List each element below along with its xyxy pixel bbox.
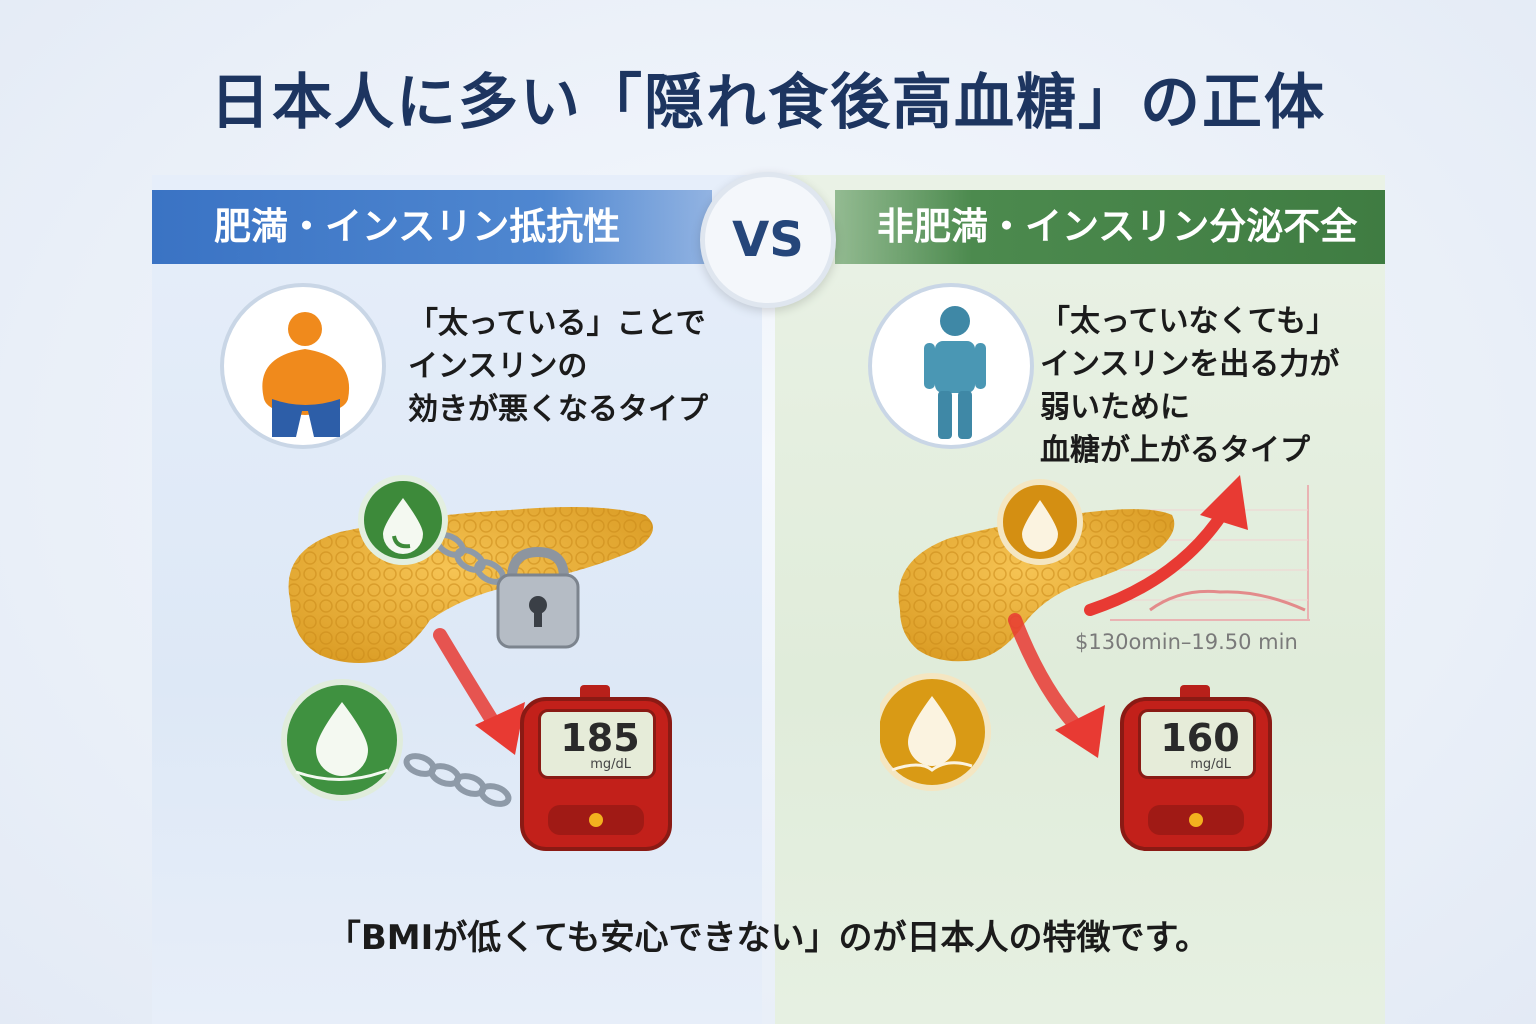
insulin-drop-icon: [281, 679, 403, 801]
meter-unit: mg/dL: [1190, 757, 1231, 772]
meter-screen: 185 mg/dL: [538, 709, 656, 779]
right-description-line: 「太っていなくても」: [1040, 304, 1337, 339]
glucose-meter-icon: 160 mg/dL: [1118, 685, 1274, 855]
glucose-meter-icon: 185 mg/dL: [518, 685, 674, 855]
insulin-drop-icon: [358, 475, 448, 565]
vs-badge: VS: [700, 172, 836, 308]
meter-unit: mg/dL: [590, 757, 631, 772]
left-description-line: インスリンの: [408, 349, 588, 384]
left-illustration: [281, 475, 653, 807]
left-heading: 肥満・インスリン抵抗性: [152, 190, 712, 264]
left-description: 「太っている」ことで インスリンの 効きが悪くなるタイプ: [408, 302, 708, 431]
page-title: 日本人に多い「隠れ食後高血糖」の正体: [210, 68, 1326, 138]
meter-screen: 160 mg/dL: [1138, 709, 1256, 779]
time-axis-label: $130omin–19.50 min: [1075, 630, 1298, 654]
rising-arrow-chart-icon: [1084, 475, 1310, 621]
pancreas-illustration: [288, 506, 653, 664]
right-description-line: インスリンを出る力が: [1040, 347, 1340, 382]
arrow-head: [1055, 705, 1105, 758]
arrow-down: [1008, 613, 1082, 732]
slim-person-icon: [868, 283, 1034, 449]
meter-value: 185: [560, 716, 640, 760]
arrow-head: [475, 702, 525, 755]
right-description-line: 弱いために: [1040, 390, 1190, 425]
pancreas-illustration: [898, 509, 1175, 662]
obese-person-icon: [220, 283, 386, 449]
right-illustration: [880, 475, 1310, 791]
right-description-line: 血糖が上がるタイプ: [1040, 433, 1310, 468]
right-description: 「太っていなくても」 インスリンを出る力が 弱いために 血糖が上がるタイプ: [1040, 300, 1339, 472]
right-heading: 非肥満・インスリン分泌不全: [835, 190, 1385, 264]
padlock-icon: [496, 546, 580, 649]
left-description-line: 「太っている」ことで: [408, 306, 706, 341]
left-description-line: 効きが悪くなるタイプ: [408, 392, 708, 427]
arrow-down: [433, 628, 502, 732]
insulin-drop-icon: [880, 673, 991, 791]
insulin-drop-icon: [997, 479, 1083, 565]
footer-note: 「BMIが低くても安心できない」のが日本人の特徴です。: [326, 918, 1210, 958]
meter-value: 160: [1160, 716, 1240, 760]
